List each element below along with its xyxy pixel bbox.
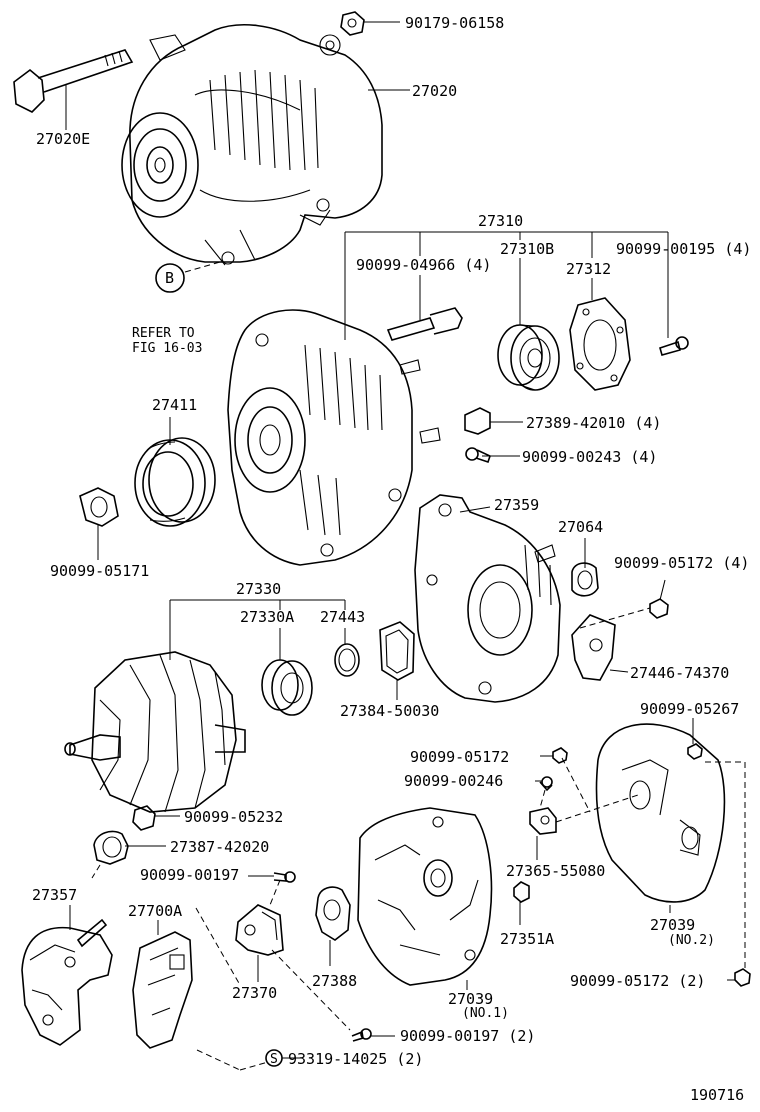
label-90099-05232: 90099-05232 <box>184 808 283 826</box>
brush-cover <box>315 886 351 941</box>
front-bearing <box>497 324 560 391</box>
pulley-nut <box>79 487 119 527</box>
label-90099-05172-4: 90099-05172 (4) <box>614 554 749 572</box>
terminal-bracket <box>571 614 616 681</box>
cap-nut <box>132 805 156 831</box>
small-screw <box>465 447 491 464</box>
leader-lines <box>65 21 746 1071</box>
label-27357: 27357 <box>32 886 77 904</box>
label-93319-14025: 93319-14025 (2) <box>288 1050 423 1068</box>
label-90099-04966: 90099-04966 (4) <box>356 256 491 274</box>
cover-nut <box>687 743 703 760</box>
rectifier <box>21 918 113 1046</box>
small-screw <box>539 776 553 792</box>
label-27359: 27359 <box>494 496 539 514</box>
terminal-plate <box>529 807 557 835</box>
label-refer-to: REFER TO <box>132 326 195 341</box>
label-27064: 27064 <box>558 518 603 536</box>
retaining-ring <box>334 643 360 677</box>
rear-end-cover-no2 <box>595 723 726 903</box>
label-90099-00243: 90099-00243 (4) <box>522 448 657 466</box>
hex-nut <box>552 747 568 764</box>
voltage-regulator <box>132 931 193 1049</box>
label-no1: (NO.1) <box>462 1006 509 1021</box>
hex-nut <box>734 968 751 987</box>
label-90099-05267: 90099-05267 <box>640 700 739 718</box>
label-90099-00197: 90099-00197 <box>140 866 239 884</box>
through-bolt <box>13 49 134 113</box>
small-screw <box>351 1028 372 1042</box>
drive-end-frame <box>227 309 441 566</box>
label-90179-06158: 90179-06158 <box>405 14 504 32</box>
label-27388: 27388 <box>312 972 357 990</box>
figure-number: 190716 <box>690 1086 744 1104</box>
cover-plate <box>571 562 599 597</box>
ref-circle-b <box>155 263 185 293</box>
rear-end-cover-no1 <box>357 807 493 986</box>
label-90099-05171: 90099-05171 <box>50 562 149 580</box>
hex-nut <box>649 598 669 619</box>
label-27443: 27443 <box>320 608 365 626</box>
rear-bearing <box>261 659 313 716</box>
label-27330: 27330 <box>236 580 281 598</box>
alternator-assembly <box>121 24 383 266</box>
label-27411: 27411 <box>152 396 197 414</box>
label-27387-42020: 27387-42020 <box>170 838 269 856</box>
label-27370: 27370 <box>232 984 277 1002</box>
bearing-cover-seal <box>379 621 415 681</box>
terminal-insulator <box>464 407 491 435</box>
ref-circle-s <box>265 1049 283 1067</box>
small-screw <box>273 871 296 883</box>
label-90099-00197-2: 90099-00197 (2) <box>400 1027 535 1045</box>
label-90099-05172: 90099-05172 <box>410 748 509 766</box>
label-27330A: 27330A <box>240 608 294 626</box>
label-27700A: 27700A <box>128 902 182 920</box>
label-27389-42010: 27389-42010 (4) <box>526 414 661 432</box>
label-27020E: 27020E <box>36 130 90 148</box>
terminal-nut <box>340 11 365 36</box>
part-labels: 90179-06158 27020 27020E 27310 27310B 90… <box>32 14 751 1104</box>
label-27365-55080: 27365-55080 <box>506 862 605 880</box>
retainer-screw <box>659 336 689 356</box>
label-fig-16-03: FIG 16-03 <box>132 341 202 356</box>
label-b: B <box>165 269 174 287</box>
label-27310B: 27310B <box>500 240 554 258</box>
terminal-bushing <box>513 881 530 903</box>
pulley <box>134 437 216 527</box>
label-27020: 27020 <box>412 82 457 100</box>
label-27039-no1: 27039 <box>448 990 493 1008</box>
label-27384-50030: 27384-50030 <box>340 702 439 720</box>
label-27446-74370: 27446-74370 <box>630 664 729 682</box>
label-90099-00246: 90099-00246 <box>404 772 503 790</box>
label-27039-no2: 27039 <box>650 916 695 934</box>
rotor <box>64 651 246 813</box>
label-27351A: 27351A <box>500 930 554 948</box>
terminal-insulator <box>93 830 129 865</box>
stud-bolt <box>386 307 463 341</box>
label-90099-00195: 90099-00195 (4) <box>616 240 751 258</box>
label-s: S <box>270 1052 278 1067</box>
label-27310: 27310 <box>478 212 523 230</box>
label-27312: 27312 <box>566 260 611 278</box>
bearing-retainer <box>569 297 631 391</box>
label-no2: (NO.2) <box>668 933 715 948</box>
brush-holder <box>235 904 284 956</box>
label-90099-05172-2: 90099-05172 (2) <box>570 972 705 990</box>
rectifier-end-frame <box>414 494 561 703</box>
